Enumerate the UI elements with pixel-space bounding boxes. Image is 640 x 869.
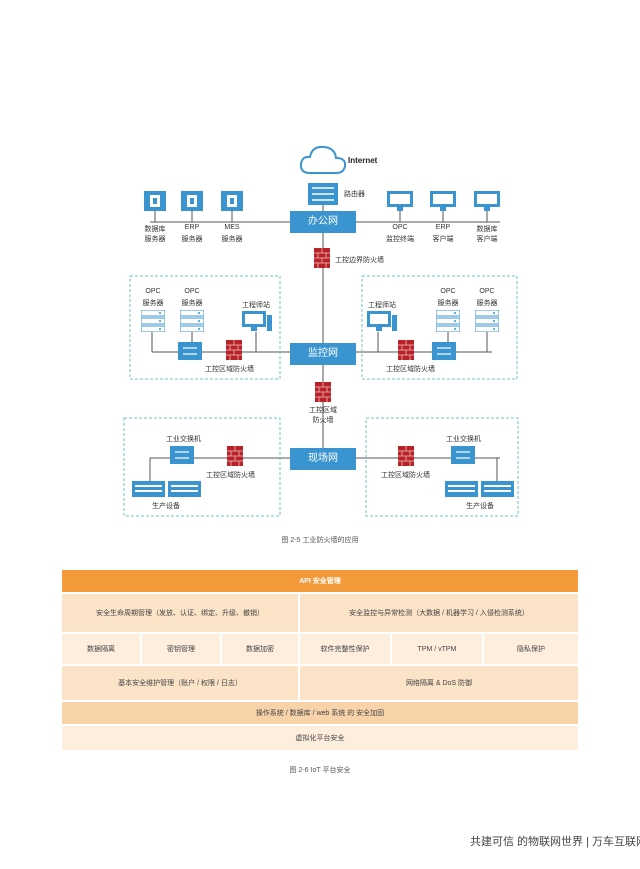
zone-firewall-icon [315,382,331,402]
figure-caption-1: 图 2-5 工业防火墙的应用 [281,537,359,544]
office-network-hub: 办公网 [290,211,356,233]
firewall-icon [398,446,414,466]
database-server-icon [144,191,166,211]
key-management-cell: 密钥管理 [142,634,220,664]
router-icon [308,183,338,205]
switch-icon [432,342,456,360]
data-isolation-cell: 数据隔离 [62,634,140,664]
office-server-2-label-1: ERP [184,224,200,231]
switch-icon [178,342,202,360]
tpm-cell: TPM / vTPM [392,634,482,664]
office-client-1-label-2: 监控终端 [386,236,414,243]
workstation-icon [242,311,272,333]
boundary-firewall-label: 工控边界防火墙 [335,257,384,264]
office-server-3-label-1: MES [224,224,240,231]
office-client-2-label-1: ERP [435,224,451,231]
data-encryption-cell: 数据加密 [222,634,298,664]
office-server-2-label-2: 服务器 [181,236,203,243]
production-device-icon [132,481,202,497]
production-device-icon [445,481,515,497]
network-isolation-cell: 网络隔离 & DoS 防御 [300,666,578,700]
mes-server-icon [221,191,243,211]
right-opc-server-2-label-2: 服务器 [476,300,498,307]
office-server-1-label-1: 数据库 [144,226,166,233]
firewall-icon [398,340,414,360]
router-label: 路由器 [344,191,365,198]
left-monitor-firewall-label: 工控区域防火墙 [205,366,254,373]
opc-server-icon [180,310,204,332]
right-workstation-label: 工程师站 [368,302,396,309]
zone-firewall-label-2: 防火墙 [312,417,334,424]
lifecycle-management-cell: 安全生命周期管理（发放、认证、绑定、升级、撤销） [62,594,298,632]
erp-server-icon [181,191,203,211]
opc-server-icon [141,310,165,332]
watermark: 共建可信 的物联网世界 | 万车互联网 [470,836,640,848]
office-client-2-label-2: 客户端 [432,236,454,243]
left-opc-server-2-label-1: OPC [184,288,200,295]
boundary-firewall-icon [314,248,330,268]
left-field-switch-label: 工业交换机 [166,436,201,443]
erp-client-icon [430,191,456,213]
security-monitoring-cell: 安全监控与异常检测（大数据 / 机器学习 / 入侵检测系统） [300,594,578,632]
right-monitor-firewall-label: 工控区域防火墙 [386,366,435,373]
security-table: API 安全管理 安全生命周期管理（发放、认证、绑定、升级、撤销） 安全监控与异… [62,570,578,750]
privacy-protection-cell: 隐私保护 [484,634,578,664]
left-field-devices-label: 生产设备 [152,503,180,510]
opc-server-icon [436,310,460,332]
software-integrity-cell: 软件完整性保护 [300,634,390,664]
office-client-3-label-1: 数据库 [476,226,498,233]
internet-label: Internet [348,156,378,165]
workstation-icon [367,311,397,333]
right-opc-server-1-label-2: 服务器 [437,300,459,307]
left-workstation-label: 工程师站 [242,302,270,309]
industrial-switch-icon [170,446,194,464]
opc-server-icon [475,310,499,332]
table-header: API 安全管理 [62,570,578,592]
firewall-icon [227,446,243,466]
right-field-firewall-label: 工控区域防火墙 [381,472,430,479]
industrial-switch-icon [451,446,475,464]
system-hardening-cell: 操作系统 / 数据库 / web 系统 的 安全加固 [62,702,578,724]
internet-cloud-icon [298,143,348,175]
right-opc-server-1-label-1: OPC [440,288,456,295]
firewall-icon [226,340,242,360]
office-client-1-label-1: OPC [392,224,408,231]
monitor-network-hub: 监控网 [290,343,356,365]
zone-firewall-label-1: 工控区域 [309,407,337,414]
right-opc-server-2-label-1: OPC [479,288,495,295]
office-server-3-label-2: 服务器 [221,236,243,243]
right-field-switch-label: 工业交换机 [446,436,481,443]
left-field-firewall-label: 工控区域防火墙 [206,472,255,479]
office-client-3-label-2: 客户端 [476,236,498,243]
basic-maintenance-cell: 基本安全维护管理（账户 / 权限 / 日志） [62,666,298,700]
field-network-hub: 现场网 [290,448,356,470]
office-server-1-label-2: 服务器 [144,236,166,243]
opc-monitor-terminal-icon [387,191,413,213]
left-opc-server-1-label-2: 服务器 [142,300,164,307]
right-field-devices-label: 生产设备 [466,503,494,510]
left-opc-server-1-label-1: OPC [145,288,161,295]
figure-caption-2: 图 2-6 IoT 平台安全 [289,767,351,774]
left-opc-server-2-label-2: 服务器 [181,300,203,307]
virtualization-security-cell: 虚拟化平台安全 [62,726,578,750]
database-client-icon [474,191,500,213]
